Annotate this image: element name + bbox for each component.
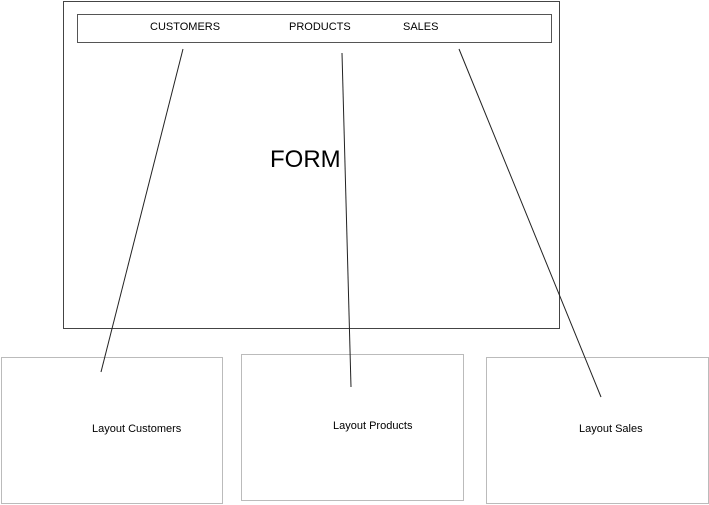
layout-sales-label: Layout Sales bbox=[579, 423, 643, 435]
form-frame bbox=[63, 1, 560, 329]
connector-products bbox=[341, 52, 352, 388]
form-title: FORM bbox=[270, 146, 341, 173]
connector-customers bbox=[100, 48, 184, 373]
menu-bar bbox=[77, 14, 552, 43]
layout-customers-box bbox=[1, 357, 223, 504]
layout-products-label: Layout Products bbox=[333, 420, 413, 432]
connector-sales bbox=[458, 48, 602, 398]
menu-item-products[interactable]: PRODUCTS bbox=[289, 21, 351, 33]
layout-sales-box bbox=[486, 357, 709, 504]
menu-item-customers[interactable]: CUSTOMERS bbox=[150, 21, 221, 33]
menu-item-sales[interactable]: SALES bbox=[403, 21, 439, 33]
layout-products-box bbox=[241, 354, 464, 501]
layout-customers-label: Layout Customers bbox=[92, 423, 182, 435]
